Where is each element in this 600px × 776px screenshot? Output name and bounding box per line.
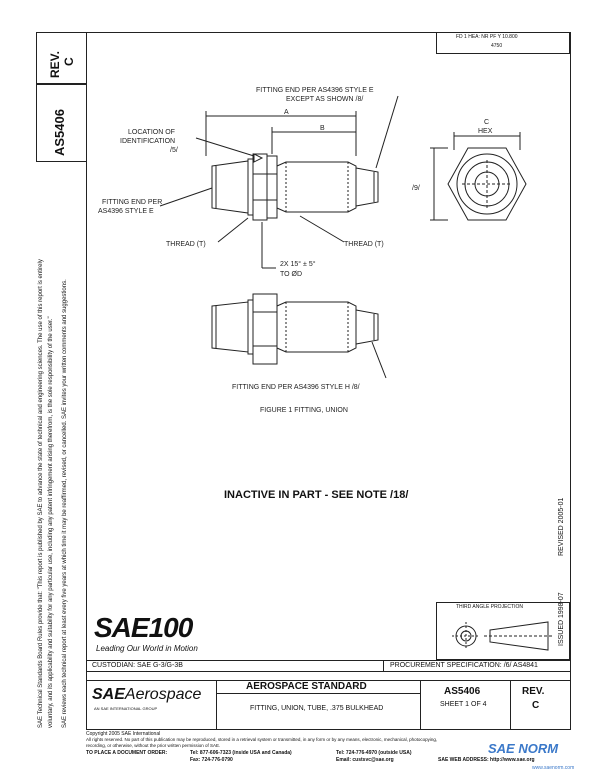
sheet-number: SHEET 1 OF 4	[440, 701, 487, 708]
projection-box	[436, 602, 570, 660]
dim-a-label: A	[284, 109, 289, 116]
hex-nut-top	[252, 153, 268, 221]
tb-v2	[420, 680, 421, 730]
part-description: FITTING, UNION, TUBE, .375 BULKHEAD	[250, 705, 384, 712]
watermark-sub: www.saenorm.com	[532, 765, 575, 771]
footer-order-label: TO PLACE A DOCUMENT ORDER:	[86, 750, 168, 756]
tb-v3	[510, 680, 511, 730]
title-block	[86, 680, 571, 730]
procurement: PROCUREMENT SPECIFICATION: /6/ AS4841	[390, 662, 538, 669]
location-id-3: /5/	[170, 147, 178, 154]
top-right-note-box	[436, 32, 570, 54]
top-frame-line	[36, 32, 570, 33]
doc-number-vertical: AS5406	[52, 109, 67, 156]
rev-header-box	[36, 32, 87, 84]
figure-caption: FIGURE 1 FITTING, UNION	[260, 407, 348, 414]
top-right-note-2: 4750	[491, 43, 503, 49]
inactive-note: INACTIVE IN PART - SEE NOTE /18/	[224, 489, 409, 501]
footer-rights: All rights reserved. No part of this pub…	[86, 737, 438, 742]
footer-tel2: Tel: 724-776-4970 (outside USA)	[336, 750, 412, 756]
tb-v1	[216, 680, 217, 730]
rev-header-value: C	[62, 57, 76, 66]
right-fitting-end	[355, 167, 379, 207]
footer-email: Email: custsvc@sae.org	[336, 757, 394, 763]
revised-date: REVISED 2005-01	[558, 497, 565, 556]
row-divider-1	[86, 660, 571, 661]
sae-aerospace-brand: SAEAerospace	[92, 686, 201, 704]
tb-rev-value: C	[532, 700, 540, 711]
brand-tagline: AN SAE INTERNATIONAL GROUP	[94, 706, 158, 711]
thread-left: THREAD (T)	[166, 241, 206, 248]
rev-header-label: REV.	[48, 51, 62, 78]
margin-note-3: SAE reviews each technical report at lea…	[62, 279, 68, 728]
projection-label: THIRD ANGLE PROJECTION	[456, 604, 523, 610]
row-divider-2	[86, 671, 571, 672]
margin-note-1: SAE Technical Standards Board Rules prov…	[38, 259, 44, 728]
brand-sae: SAE	[92, 686, 125, 703]
right-frame-line	[570, 32, 571, 730]
chamfer-1: 2X 15° ± 5°	[280, 260, 316, 268]
part-number: AS5406	[444, 686, 481, 697]
left-fitting-end	[211, 160, 249, 214]
sae-100-logo: SAE100	[94, 612, 214, 648]
logo-tagline: Leading Our World in Motion	[96, 644, 198, 653]
top-right-note-1: FD 1 HEA: NR PF Y 10.800	[456, 34, 518, 40]
tb-h1	[216, 693, 420, 694]
fitting-end-bottom: FITTING END PER AS4396 STYLE H /8/	[232, 384, 360, 391]
footer-web: SAE WEB ADDRESS: http://www.sae.org	[438, 757, 535, 763]
dim-c-hex: HEX	[478, 128, 493, 135]
logo-100: 100	[148, 612, 194, 643]
left-frame-line	[86, 32, 87, 730]
dim-9-label: /9/	[412, 185, 420, 192]
fitting-end-top-1: FITTING END PER AS4396 STYLE E	[256, 87, 374, 94]
dim-c-label: C	[484, 119, 489, 126]
location-id-2: IDENTIFICATION	[120, 138, 175, 145]
bottom-hex-nut	[252, 293, 278, 365]
footer-fax: Fax: 724-776-0790	[190, 757, 233, 763]
bottom-left-end	[211, 301, 249, 353]
footer-copyright: Copyright 2005 SAE International	[86, 731, 161, 737]
tb-rev-label: REV.	[522, 686, 545, 697]
fitting-drawing: FITTING END PER AS4396 STYLE E EXCEPT AS…	[98, 87, 527, 414]
custodian: CUSTODIAN: SAE G-3/G-3B	[92, 662, 183, 669]
fitting-end-left-2: AS4396 STYLE E	[98, 208, 154, 215]
footer-tel1: Tel: 877-606-7323 (inside USA and Canada…	[190, 750, 292, 756]
doc-number-box	[36, 84, 87, 162]
watermark-main: SAE NORM	[488, 741, 559, 756]
fitting-end-left-1: FITTING END PER	[102, 199, 162, 206]
body-right	[276, 161, 357, 213]
dim-b-label: B	[320, 125, 325, 132]
left-thread	[247, 158, 254, 216]
projection-symbol	[452, 621, 554, 651]
row-vdivider	[383, 660, 384, 671]
footer-rights2: recording, or otherwise, without the pri…	[86, 743, 221, 748]
logo-sae: SAE	[94, 612, 150, 643]
thread-right: THREAD (T)	[344, 241, 384, 248]
chamfer-2: TO ØD	[280, 271, 302, 278]
hex-end-view	[447, 147, 527, 221]
fitting-end-top-2: EXCEPT AS SHOWN /8/	[286, 96, 363, 103]
bottom-body	[276, 301, 357, 353]
aerospace-standard: AEROSPACE STANDARD	[246, 681, 367, 692]
brand-aerospace: Aerospace	[124, 686, 202, 703]
location-id-1: LOCATION OF	[128, 129, 175, 136]
margin-note-2: voluntary, and its applicability and sui…	[48, 316, 54, 728]
